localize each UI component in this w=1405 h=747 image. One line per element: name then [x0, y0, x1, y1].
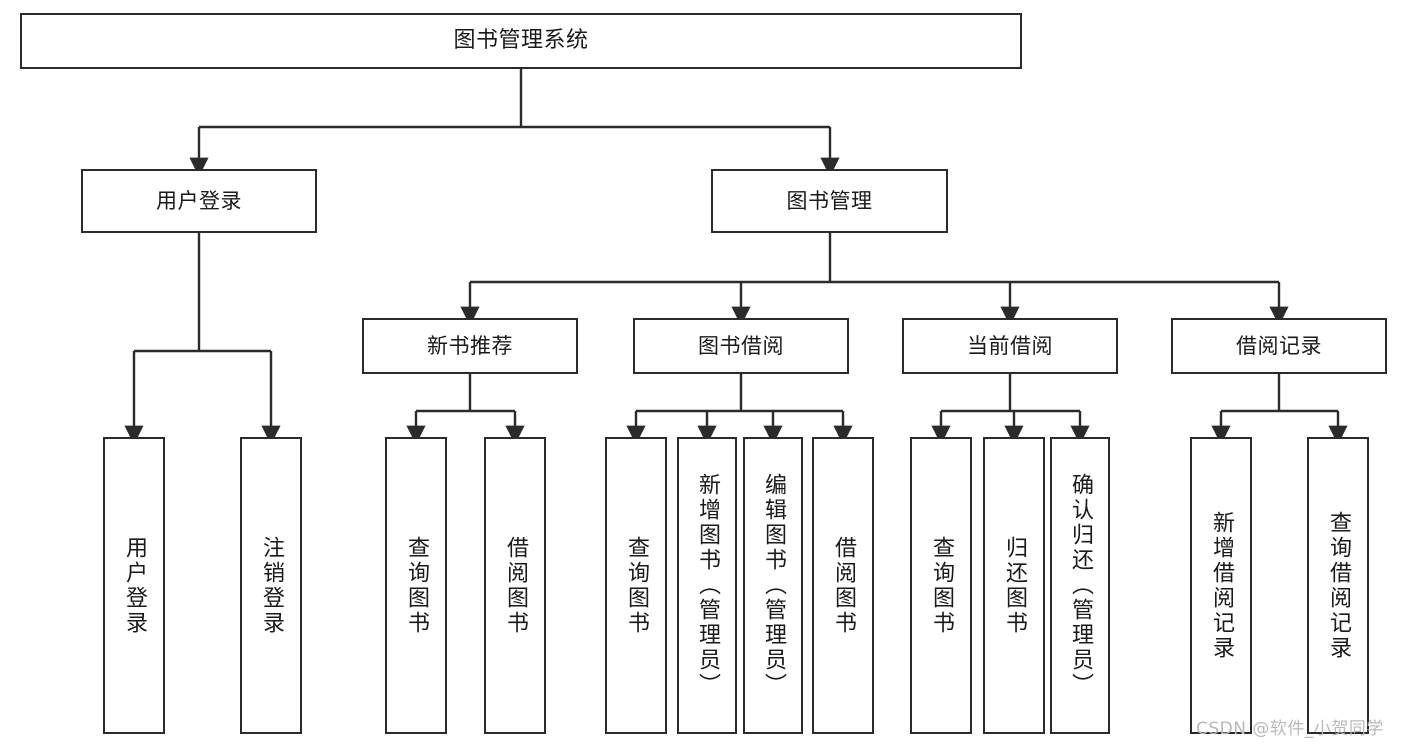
node-label: 编辑图书（管理员）: [761, 473, 786, 698]
node-label: 查询图书: [404, 535, 429, 636]
node-newbook[interactable]: 新书推荐: [362, 318, 578, 374]
node-label: 查询图书: [929, 535, 954, 636]
node-leaf-borrow-book-2[interactable]: 借阅图书: [812, 437, 874, 734]
node-label: 借阅记录: [1236, 333, 1322, 358]
node-bookmgmt[interactable]: 图书管理: [711, 169, 948, 233]
node-leaf-query-book-3[interactable]: 查询图书: [910, 437, 972, 734]
node-borrow[interactable]: 图书借阅: [633, 318, 849, 374]
node-label: 图书管理系统: [453, 28, 589, 54]
node-root[interactable]: 图书管理系统: [20, 13, 1022, 69]
node-label: 用户登录: [156, 188, 242, 213]
node-leaf-edit-book[interactable]: 编辑图书（管理员）: [743, 437, 803, 734]
node-label: 归还图书: [1002, 535, 1027, 636]
node-label: 图书管理: [786, 188, 873, 213]
node-label: 用户登录: [122, 535, 147, 636]
node-leaf-return-book[interactable]: 归还图书: [983, 437, 1045, 734]
node-label: 借阅图书: [503, 535, 528, 636]
node-leaf-user-login[interactable]: 用户登录: [103, 437, 165, 734]
node-leaf-borrow-book-1[interactable]: 借阅图书: [484, 437, 546, 734]
node-leaf-add-record[interactable]: 新增借阅记录: [1190, 437, 1252, 734]
node-leaf-confirm-return[interactable]: 确认归还（管理员）: [1050, 437, 1110, 734]
node-leaf-add-book[interactable]: 新增图书（管理员）: [677, 437, 737, 734]
node-leaf-query-record[interactable]: 查询借阅记录: [1307, 437, 1369, 734]
node-login[interactable]: 用户登录: [81, 169, 317, 233]
node-label: 注销登录: [259, 535, 284, 636]
node-records[interactable]: 借阅记录: [1171, 318, 1387, 374]
node-label: 新书推荐: [427, 333, 513, 358]
node-label: 图书借阅: [698, 333, 784, 358]
csdn-watermark: CSDN @软件_小贺同学: [1196, 719, 1384, 739]
node-current[interactable]: 当前借阅: [902, 318, 1118, 374]
node-label: 确认归还（管理员）: [1068, 473, 1093, 698]
node-label: 新增图书（管理员）: [695, 473, 720, 698]
node-leaf-query-book-2[interactable]: 查询图书: [605, 437, 667, 734]
node-label: 当前借阅: [967, 333, 1053, 358]
node-leaf-logout[interactable]: 注销登录: [240, 437, 302, 734]
node-label: 新增借阅记录: [1209, 510, 1234, 661]
node-label: 查询借阅记录: [1326, 510, 1351, 661]
node-label: 查询图书: [624, 535, 649, 636]
node-leaf-query-book-1[interactable]: 查询图书: [385, 437, 447, 734]
node-label: 借阅图书: [831, 535, 856, 636]
